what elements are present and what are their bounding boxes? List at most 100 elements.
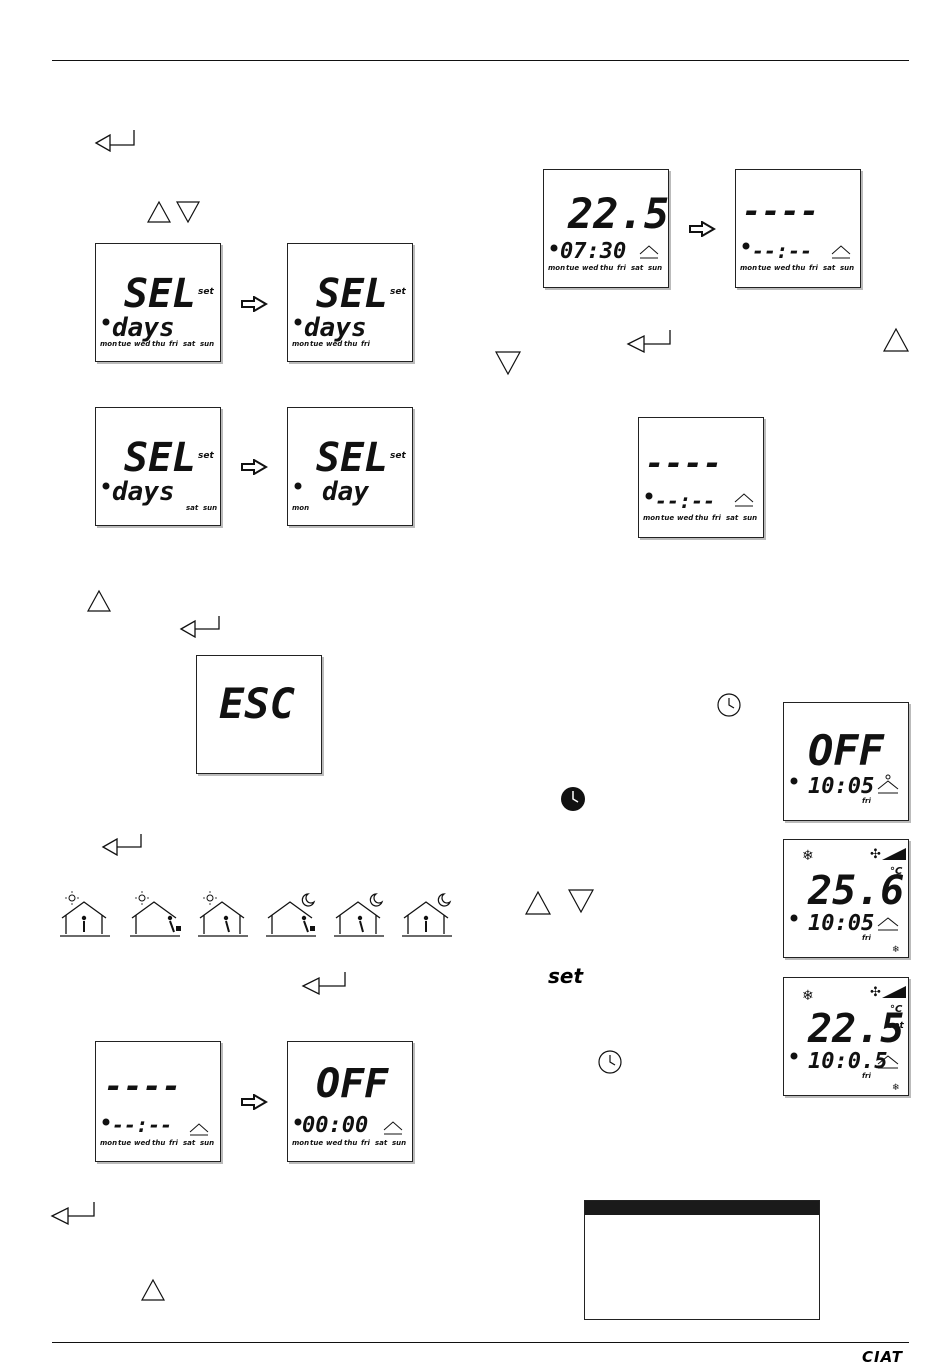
svg-text:set: set [888,1021,904,1031]
lcd-sel-days-weekend: SEL set days sat sun [95,407,221,526]
lcd-off-0000: OFF 00:00 mon tue wed thu fri sat sun [287,1041,413,1162]
svg-text:--:--: --:-- [112,1113,172,1137]
svg-text:SEL: SEL [316,271,388,317]
svg-text:sun: sun [200,1139,214,1147]
svg-text:thu: thu [152,340,165,348]
lcd-dashes: ---- --:-- mon tue wed thu fri sat sun [95,1041,221,1162]
svg-text:wed: wed [774,264,791,272]
svg-text:tue: tue [310,340,323,348]
svg-text:----: ---- [742,192,819,230]
down-arrow-icon [494,351,522,376]
svg-text:22.5: 22.5 [807,1006,904,1052]
svg-text:fri: fri [809,264,818,272]
svg-text:fri: fri [862,797,871,805]
svg-text:fri: fri [361,1139,370,1147]
svg-text:✣: ✣ [870,985,881,1000]
clock-icon [102,318,110,326]
svg-text:mon: mon [548,264,565,272]
lcd-dashes-right: ---- --:-- mon tue wed thu fri sat sun [735,169,861,288]
svg-text:--:--: --:-- [752,239,812,263]
svg-text:thu: thu [600,264,613,272]
svg-text:10:0.5: 10:0.5 [808,1049,887,1074]
lcd-dashes-center: ---- --:-- mon tue wed thu fri sat sun [638,417,764,538]
lcd-off-1005: OFF 10:05 fri [783,702,909,821]
enter-key-icon [301,972,346,996]
svg-text:mon: mon [292,504,309,512]
svg-text:sun: sun [840,264,854,272]
svg-text:thu: thu [695,514,708,522]
svg-text:❄: ❄ [892,1083,900,1093]
svg-text:wed: wed [677,514,694,522]
svg-text:tue: tue [118,340,131,348]
down-arrow-icon [175,201,201,224]
svg-text:set: set [198,287,214,297]
enter-key-icon [94,130,135,152]
enter-key-icon [626,330,671,354]
enter-key-icon [50,1202,95,1226]
brand-logo: CIAT [862,1348,903,1366]
svg-text:set: set [390,287,406,297]
svg-text:sun: sun [743,514,757,522]
svg-text:sat: sat [183,340,196,348]
lcd-sel-days-full-week: SEL set days mon tue wed thu fri sat sun [95,243,221,362]
svg-text:fri: fri [862,934,871,942]
right-arrow-icon [241,459,268,475]
svg-text:tue: tue [758,264,771,272]
svg-text:thu: thu [152,1139,165,1147]
svg-text:fri: fri [862,1072,871,1080]
svg-text:10:05: 10:05 [808,911,874,936]
svg-text:tue: tue [661,514,674,522]
up-arrow-icon [86,589,112,612]
svg-text:wed: wed [326,340,343,348]
svg-text:set: set [390,451,406,461]
clock-icon [717,693,741,717]
svg-text:--:--: --:-- [655,489,715,513]
lcd-sel-text: SEL [124,271,196,317]
svg-text:SEL: SEL [316,435,388,481]
svg-text:thu: thu [344,1139,357,1147]
fan-icon: ✣ [870,847,881,862]
svg-text:----: ---- [104,1067,181,1105]
lcd-225-0730: 22.5 07:30 mon tue wed thu fri sat sun [543,169,669,288]
svg-text:10:05: 10:05 [808,774,874,799]
set-label: set [548,964,584,988]
right-arrow-icon [241,296,268,312]
svg-text:❄: ❄ [892,945,900,955]
svg-text:day: day [322,477,369,507]
lcd-225-set-1005: ❄ ✣ 22.5 °C set 10:0.5 fri ❄ [783,977,909,1096]
svg-text:OFF: OFF [316,1061,389,1107]
svg-text:22.5: 22.5 [567,189,668,238]
svg-text:mon: mon [292,340,309,348]
up-arrow-icon [882,327,910,352]
svg-text:thu: thu [344,340,357,348]
svg-text:days: days [112,313,175,343]
svg-text:days: days [112,477,175,507]
svg-text:set: set [198,451,214,461]
lcd-esc: ESC [196,655,322,774]
svg-text:fri: fri [169,1139,178,1147]
svg-text:°C: °C [890,1004,903,1015]
svg-text:sun: sun [648,264,662,272]
filled-clock-icon [561,787,585,811]
svg-text:tue: tue [310,1139,323,1147]
header-rule [52,60,909,61]
svg-text:wed: wed [134,1139,151,1147]
svg-text:fri: fri [712,514,721,522]
svg-text:wed: wed [582,264,599,272]
svg-text:sat: sat [823,264,836,272]
svg-text:wed: wed [326,1139,343,1147]
sun-house-person-icon [60,891,110,937]
lcd-sel-days-workweek: SEL set days mon tue wed thu fri [287,243,413,362]
svg-text:°C: °C [890,866,903,877]
snowflake-icon: ❄ [802,848,814,864]
lcd-256-1005: ❄ ✣ 25.6 °C 10:05 fri ❄ [783,839,909,958]
svg-text:fri: fri [169,340,178,348]
lcd-sel-day-monday: SEL set day mon [287,407,413,526]
right-arrow-icon [241,1094,268,1110]
footer-rule [52,1342,909,1343]
down-arrow-icon [567,889,595,914]
svg-text:sat: sat [186,504,199,512]
clock-icon [598,1050,622,1074]
right-arrow-icon [689,221,716,237]
svg-text:days: days [304,313,367,343]
